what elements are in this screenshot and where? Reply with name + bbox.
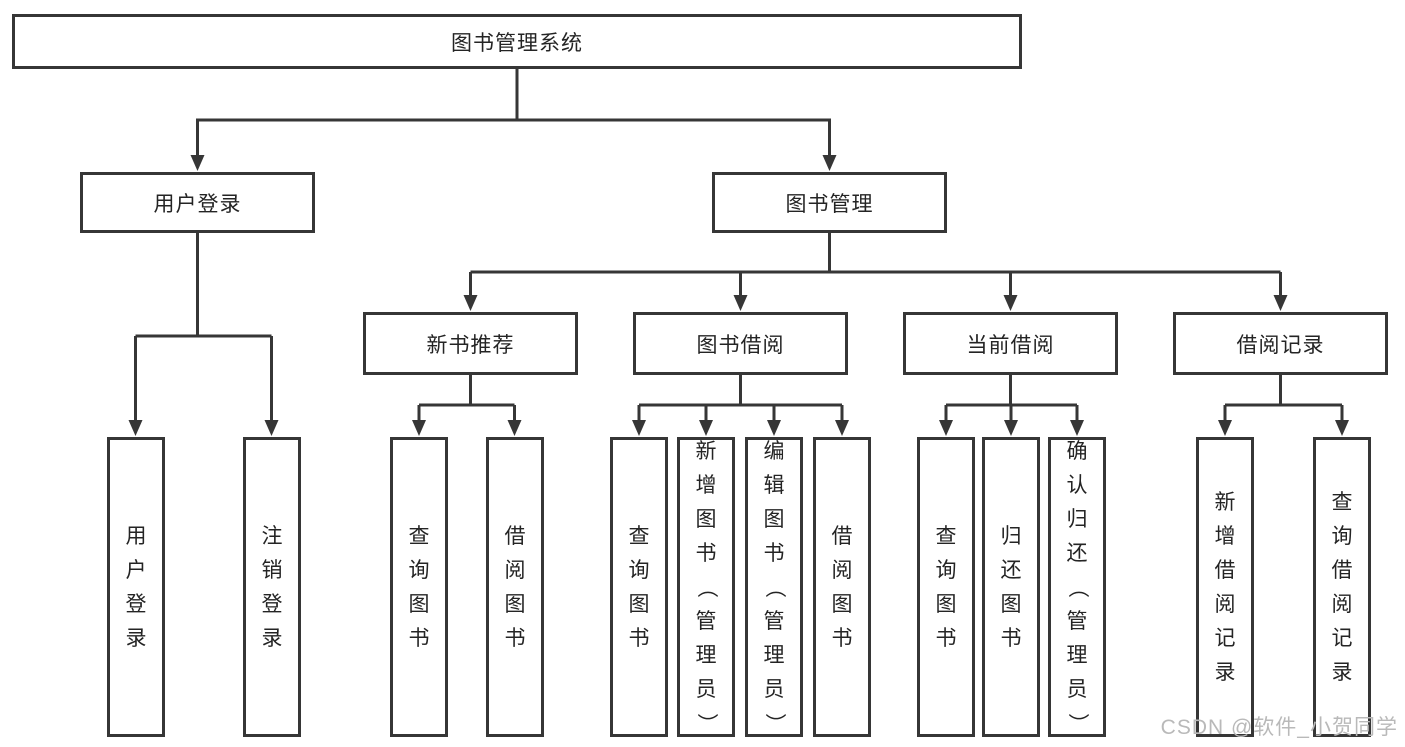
vertical-char: 员 [1066,677,1088,701]
arrowhead-icons [128,155,1349,436]
vertical-char: 管 [763,609,785,633]
vertical-char: 图 [935,592,957,616]
leaf-user-login: 用户登录 [107,437,165,737]
vertical-char: 查 [628,524,650,548]
vertical-char: （ [762,576,786,598]
vertical-char: 员 [763,677,785,701]
vertical-char: 录 [261,626,283,650]
vertical-char: 询 [628,558,650,582]
vertical-char: 记 [1214,626,1236,650]
vertical-char: 注 [261,524,283,548]
node-current-borrow: 当前借阅 [903,312,1118,375]
vertical-char: 查 [1331,490,1353,514]
leaf-recommend-borrow-books: 借阅图书 [486,437,544,737]
leaf-current-query-books: 查询图书 [917,437,975,737]
leaf-current-return-books: 归还图书 [982,437,1040,737]
vertical-char: 查 [935,524,957,548]
leaf-records-query-record: 查询借阅记录 [1313,437,1371,737]
vertical-char: 阅 [1331,592,1353,616]
vertical-char: 增 [695,473,717,497]
leaf-current-confirm-return-admin: 确认归还 （ 管理员 ） [1048,437,1106,737]
leaf-records-add-record: 新增借阅记录 [1196,437,1254,737]
vertical-char: 登 [261,592,283,616]
vertical-char: 书 [831,626,853,650]
vertical-char: 管 [695,609,717,633]
vertical-char: 理 [695,643,717,667]
vertical-char: 书 [628,626,650,650]
vertical-char: 归 [1000,524,1022,548]
csdn-watermark: CSDN @软件_小贺同学 [1160,716,1398,739]
vertical-char: 户 [125,558,147,582]
vertical-char: 书 [695,541,717,565]
vertical-char: 辑 [763,473,785,497]
connector-strokes [134,68,1344,423]
vertical-char: 新 [695,439,717,463]
vertical-char: 还 [1066,541,1088,565]
node-user-login: 用户登录 [80,172,315,233]
vertical-char: 增 [1214,524,1236,548]
vertical-char: 图 [831,592,853,616]
vertical-char: 图 [1000,592,1022,616]
leaf-borrow-borrow-books: 借阅图书 [813,437,871,737]
leaf-logout: 注销登录 [243,437,301,737]
vertical-char: ） [694,712,718,734]
vertical-char: 记 [1331,626,1353,650]
vertical-char: 图 [695,507,717,531]
vertical-char: 图 [408,592,430,616]
vertical-char: 图 [504,592,526,616]
vertical-char: 图 [763,507,785,531]
leaf-borrow-query-books: 查询图书 [610,437,668,737]
vertical-char: 询 [408,558,430,582]
vertical-char: 书 [1000,626,1022,650]
vertical-char: ） [762,712,786,734]
vertical-char: 借 [831,524,853,548]
vertical-char: ） [1065,712,1089,734]
vertical-char: 认 [1066,473,1088,497]
vertical-char: 借 [1331,558,1353,582]
vertical-char: 阅 [504,558,526,582]
node-borrow-records: 借阅记录 [1173,312,1388,375]
vertical-char: 书 [935,626,957,650]
vertical-char: 录 [1331,660,1353,684]
vertical-char: （ [694,576,718,598]
leaf-borrow-add-books-admin: 新增图书 （ 管理员 ） [677,437,735,737]
vertical-char: 借 [504,524,526,548]
vertical-char: 新 [1214,490,1236,514]
vertical-char: 确 [1066,439,1088,463]
vertical-char: 用 [125,524,147,548]
vertical-char: 登 [125,592,147,616]
vertical-char: 书 [504,626,526,650]
vertical-char: 归 [1066,507,1088,531]
vertical-char: 录 [125,626,147,650]
vertical-char: 编 [763,439,785,463]
vertical-char: 管 [1066,609,1088,633]
vertical-char: 录 [1214,660,1236,684]
vertical-char: 员 [695,677,717,701]
node-book-management: 图书管理 [712,172,947,233]
node-book-borrow: 图书借阅 [633,312,848,375]
leaf-recommend-query-books: 查询图书 [390,437,448,737]
leaf-borrow-edit-books-admin: 编辑图书 （ 管理员 ） [745,437,803,737]
node-library-management-system: 图书管理系统 [12,14,1022,69]
vertical-char: 查 [408,524,430,548]
vertical-char: 销 [261,558,283,582]
vertical-char: 理 [1066,643,1088,667]
vertical-char: 阅 [831,558,853,582]
node-new-book-recommend: 新书推荐 [363,312,578,375]
vertical-char: 询 [935,558,957,582]
vertical-char: （ [1065,576,1089,598]
vertical-char: 理 [763,643,785,667]
vertical-char: 询 [1331,524,1353,548]
vertical-char: 图 [628,592,650,616]
vertical-char: 书 [408,626,430,650]
vertical-char: 阅 [1214,592,1236,616]
vertical-char: 书 [763,541,785,565]
vertical-char: 还 [1000,558,1022,582]
vertical-char: 借 [1214,558,1236,582]
